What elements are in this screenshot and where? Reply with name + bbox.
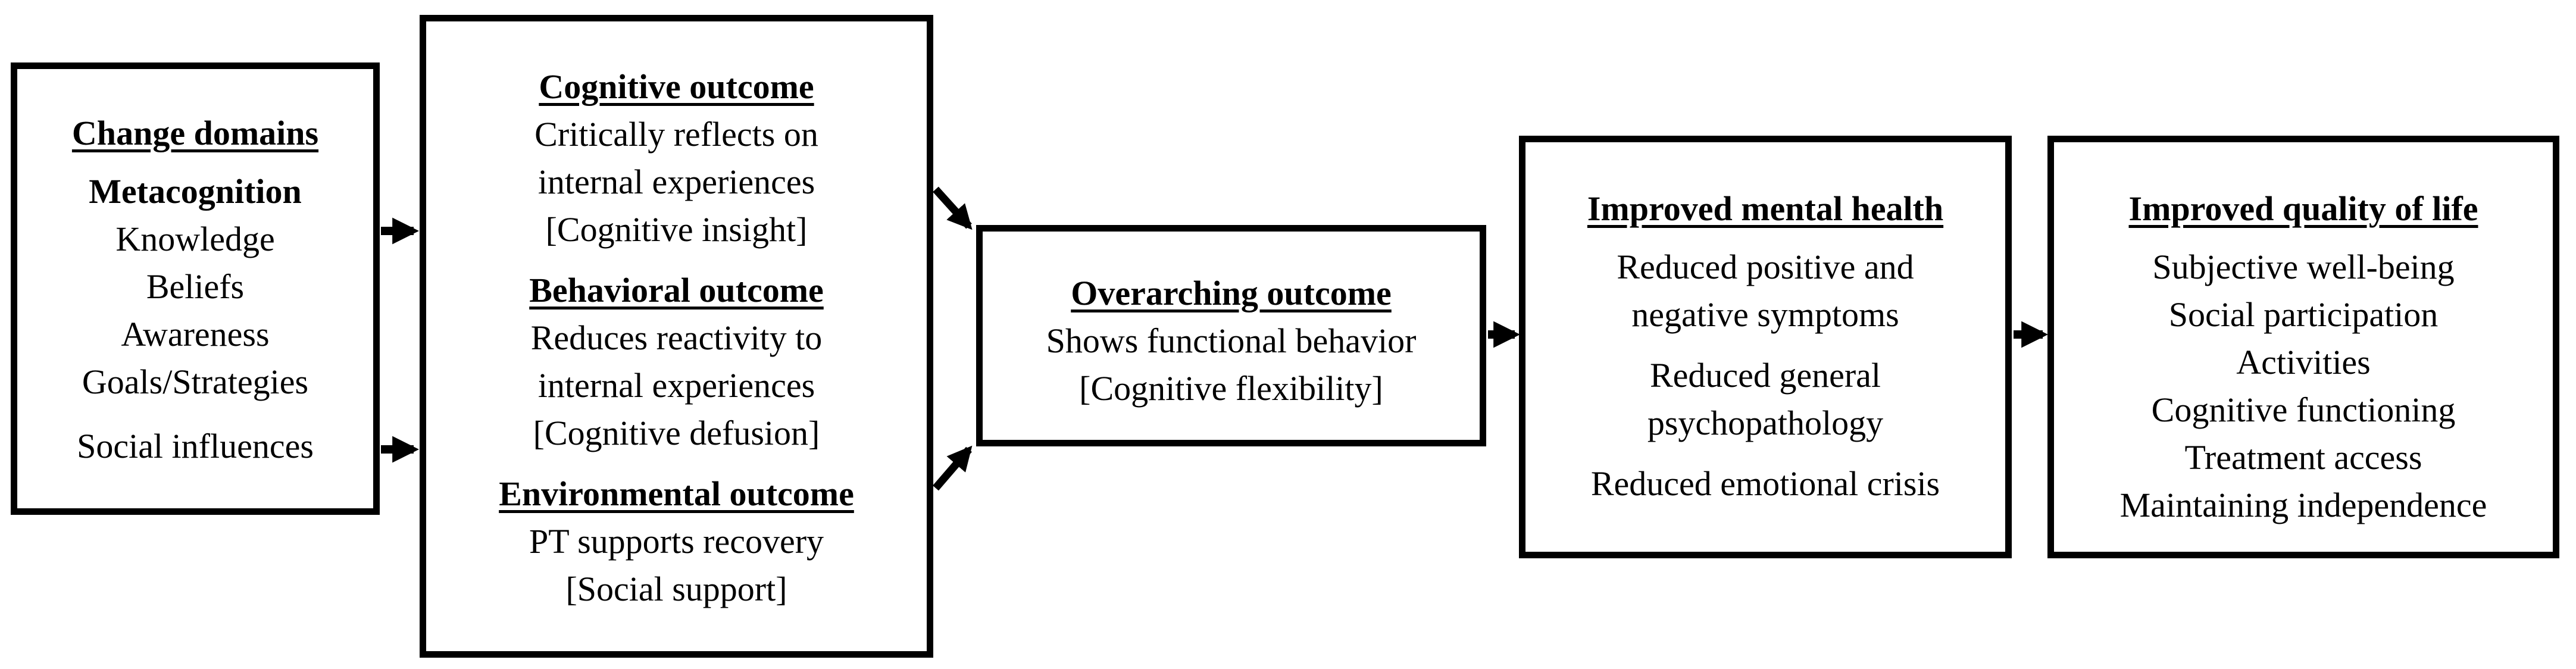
quality-of-life-line: Treatment access: [2184, 438, 2422, 477]
overarching-outcome-line: Shows functional behavior: [1046, 321, 1417, 360]
change-domains-box: Change domains Metacognition Knowledge B…: [11, 62, 380, 515]
metacognition-label: Metacognition: [89, 172, 302, 211]
behavioral-outcome-line: internal experiences: [537, 366, 815, 405]
quality-of-life-heading: Improved quality of life: [2128, 189, 2478, 228]
quality-of-life-line: Maintaining independence: [2119, 486, 2487, 524]
domain-item-knowledge: Knowledge: [115, 220, 275, 258]
arrow-environmental-to-overarching: [933, 445, 973, 491]
quality-of-life-line: Subjective well-being: [2152, 248, 2455, 286]
change-domains-heading: Change domains: [71, 114, 319, 152]
mental-health-line: negative symptoms: [1631, 295, 1899, 334]
quality-of-life-line: Cognitive functioning: [2151, 390, 2456, 429]
arrow-cognitive-to-overarching: [933, 186, 973, 230]
environmental-outcome-heading: Environmental outcome: [499, 474, 854, 513]
behavioral-outcome-heading: Behavioral outcome: [529, 271, 824, 310]
mental-health-heading: Improved mental health: [1587, 189, 1944, 228]
social-influences-label: Social influences: [77, 427, 314, 465]
domain-item-beliefs: Beliefs: [146, 267, 245, 306]
overarching-outcome-heading: Overarching outcome: [1071, 274, 1392, 312]
environmental-outcome-line: [Social support]: [565, 570, 787, 608]
mental-health-line: Reduced general: [1649, 356, 1881, 395]
mental-health-line: Reduced positive and: [1617, 248, 1914, 286]
overarching-outcome-line: [Cognitive flexibility]: [1079, 369, 1383, 408]
environmental-outcome-line: PT supports recovery: [529, 522, 824, 561]
mental-health-box: Improved mental health Reduced positive …: [1519, 136, 2012, 558]
behavioral-outcome-line: Reduces reactivity to: [530, 318, 823, 357]
quality-of-life-box: Improved quality of life Subjective well…: [2047, 136, 2559, 558]
quality-of-life-line: Social participation: [2168, 295, 2439, 334]
cognitive-outcome-line: internal experiences: [537, 162, 815, 201]
mental-health-line: Reduced emotional crisis: [1590, 464, 1940, 503]
behavioral-outcome-line: [Cognitive defusion]: [533, 414, 820, 452]
overarching-outcome-box: Overarching outcome Shows functional beh…: [976, 225, 1486, 446]
quality-of-life-line: Activities: [2236, 343, 2371, 382]
outcomes-box: Cognitive outcome Critically reflects on…: [420, 15, 933, 658]
mental-health-line: psychopathology: [1647, 404, 1884, 442]
cognitive-outcome-heading: Cognitive outcome: [539, 67, 814, 106]
cognitive-outcome-line: Critically reflects on: [534, 115, 818, 154]
domain-item-goals-strategies: Goals/Strategies: [82, 362, 309, 401]
cognitive-outcome-line: [Cognitive insight]: [545, 210, 808, 249]
domain-item-awareness: Awareness: [121, 315, 270, 354]
